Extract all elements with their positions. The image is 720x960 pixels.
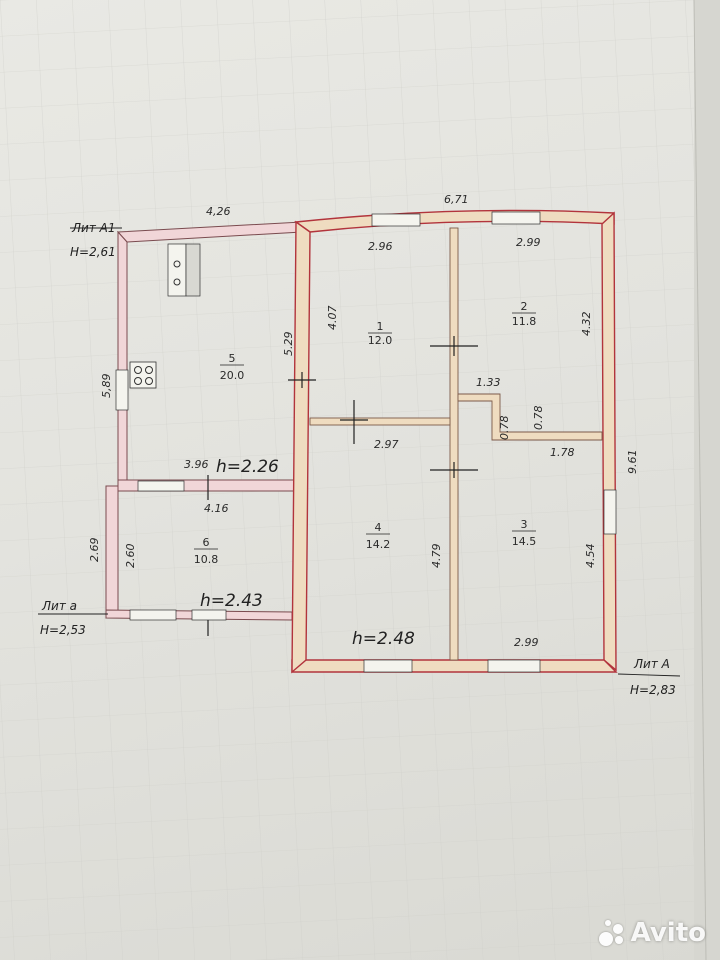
window (487, 659, 541, 673)
window (491, 211, 541, 225)
height-labels: h=2.26 h=2.43 h=2.48 (200, 457, 415, 649)
dim-r3-bottom: 2.99 (514, 636, 539, 649)
window (129, 609, 177, 621)
lit-a-big-height: Н=2,83 (630, 683, 676, 697)
dim-corridor-h1: 0.78 (498, 416, 511, 441)
wall-1-4 (309, 417, 451, 426)
dim-corridor-h2: 0.78 (532, 406, 545, 431)
dim-r1-top: 2.96 (368, 240, 393, 253)
dim-wall-5-right: 5.29 (282, 332, 295, 357)
wall-bottom-main (291, 659, 618, 673)
window (363, 659, 413, 673)
dim-r2-right: 4.32 (580, 312, 593, 337)
binding-line (693, 0, 707, 960)
wall-right-main (601, 211, 617, 672)
room-2-number: 2 (521, 300, 528, 313)
walls-interior (309, 227, 603, 661)
lit-a-big-label: Лит А (633, 657, 670, 671)
lit-a1-height: Н=2,61 (70, 245, 116, 259)
lit-a-small-label: Лит а (41, 599, 77, 613)
avito-watermark: Avito (598, 918, 706, 948)
room-5-area: 20.0 (220, 369, 245, 382)
room-6-number: 6 (203, 536, 210, 549)
room-3-number: 3 (521, 518, 528, 531)
dim-r3-top: 1.78 (550, 446, 575, 459)
wall-1-2 (449, 227, 459, 661)
window (167, 243, 187, 297)
dim-r5-bottom: 3.96 (184, 458, 209, 471)
dim-top-left: 4,26 (206, 205, 231, 218)
room-5-number: 5 (229, 352, 236, 365)
room-3-area: 14.5 (512, 535, 537, 548)
window (371, 213, 421, 227)
dim-r2-top: 2.99 (516, 236, 541, 249)
dim-left-5: 5,89 (100, 374, 113, 399)
room-1-number: 1 (377, 320, 384, 333)
windows (115, 211, 617, 673)
dim-r4-right: 4.79 (430, 544, 443, 569)
avito-wordmark: Avito (630, 918, 706, 948)
wall-left-a1 (117, 230, 128, 487)
room-4-number: 4 (375, 521, 382, 534)
dim-r3-right: 4.54 (584, 544, 597, 569)
dim-left-6: 2.69 (88, 538, 101, 563)
window (137, 480, 185, 492)
room-6-area: 10.8 (194, 553, 219, 566)
binding-edge (694, 0, 720, 960)
window (191, 609, 227, 621)
lit-a-small-height: Н=2,53 (40, 623, 86, 637)
wall-left-main (291, 220, 311, 674)
height-label-6: h=2.43 (200, 591, 263, 611)
stove-icon (129, 361, 157, 389)
room-1-area: 12.0 (368, 334, 393, 347)
dim-r1-left: 4.07 (326, 306, 339, 331)
wall-left-a (105, 485, 119, 619)
room-4-area: 14.2 (366, 538, 391, 551)
dim-top-right: 6,71 (444, 193, 469, 206)
room-2-area: 11.8 (512, 315, 537, 328)
lit-labels: Лит А1 Н=2,61 Лит а Н=2,53 Лит А Н=2,83 (40, 221, 676, 697)
door-marks (207, 336, 478, 636)
dim-r6-top: 4.16 (204, 502, 229, 515)
dim-r4-top: 2.97 (374, 438, 399, 451)
window (603, 489, 617, 535)
avito-logo-icon (598, 920, 625, 946)
height-label-main: h=2.48 (352, 629, 415, 649)
window (185, 243, 201, 297)
window (115, 369, 129, 411)
height-label-5: h=2.26 (216, 457, 279, 477)
dim-corridor-w: 1.33 (476, 376, 501, 389)
dim-r6-left: 2.60 (124, 544, 137, 569)
room-labels: 1 12.0 2 11.8 3 14.5 4 14.2 5 20.0 6 10.… (194, 300, 537, 566)
wall-corridor (457, 393, 603, 441)
lit-a1-label: Лит А1 (71, 221, 115, 235)
dimension-labels: 4,26 6,71 2.96 2.99 5,89 5.29 4.07 4.32 … (88, 193, 639, 649)
oven-icon (173, 260, 181, 286)
leader-lines (38, 227, 681, 677)
dim-right-total: 9.61 (626, 450, 639, 475)
